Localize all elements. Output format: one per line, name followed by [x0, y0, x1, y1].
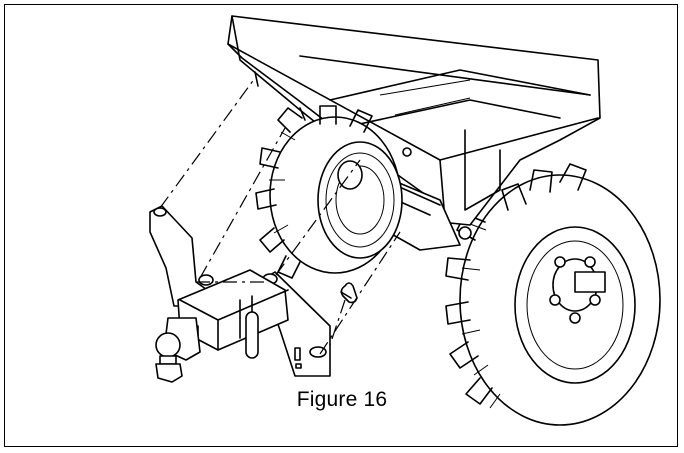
hopper [227, 15, 601, 226]
hitch-ball [155, 317, 201, 383]
hitch-receiver [177, 269, 289, 359]
right-tire [445, 163, 661, 426]
left-tire [255, 105, 403, 279]
alignment-lines [159, 77, 401, 355]
figure-caption: Figure 16 [296, 388, 388, 411]
hitch-pin-clip [340, 282, 358, 304]
